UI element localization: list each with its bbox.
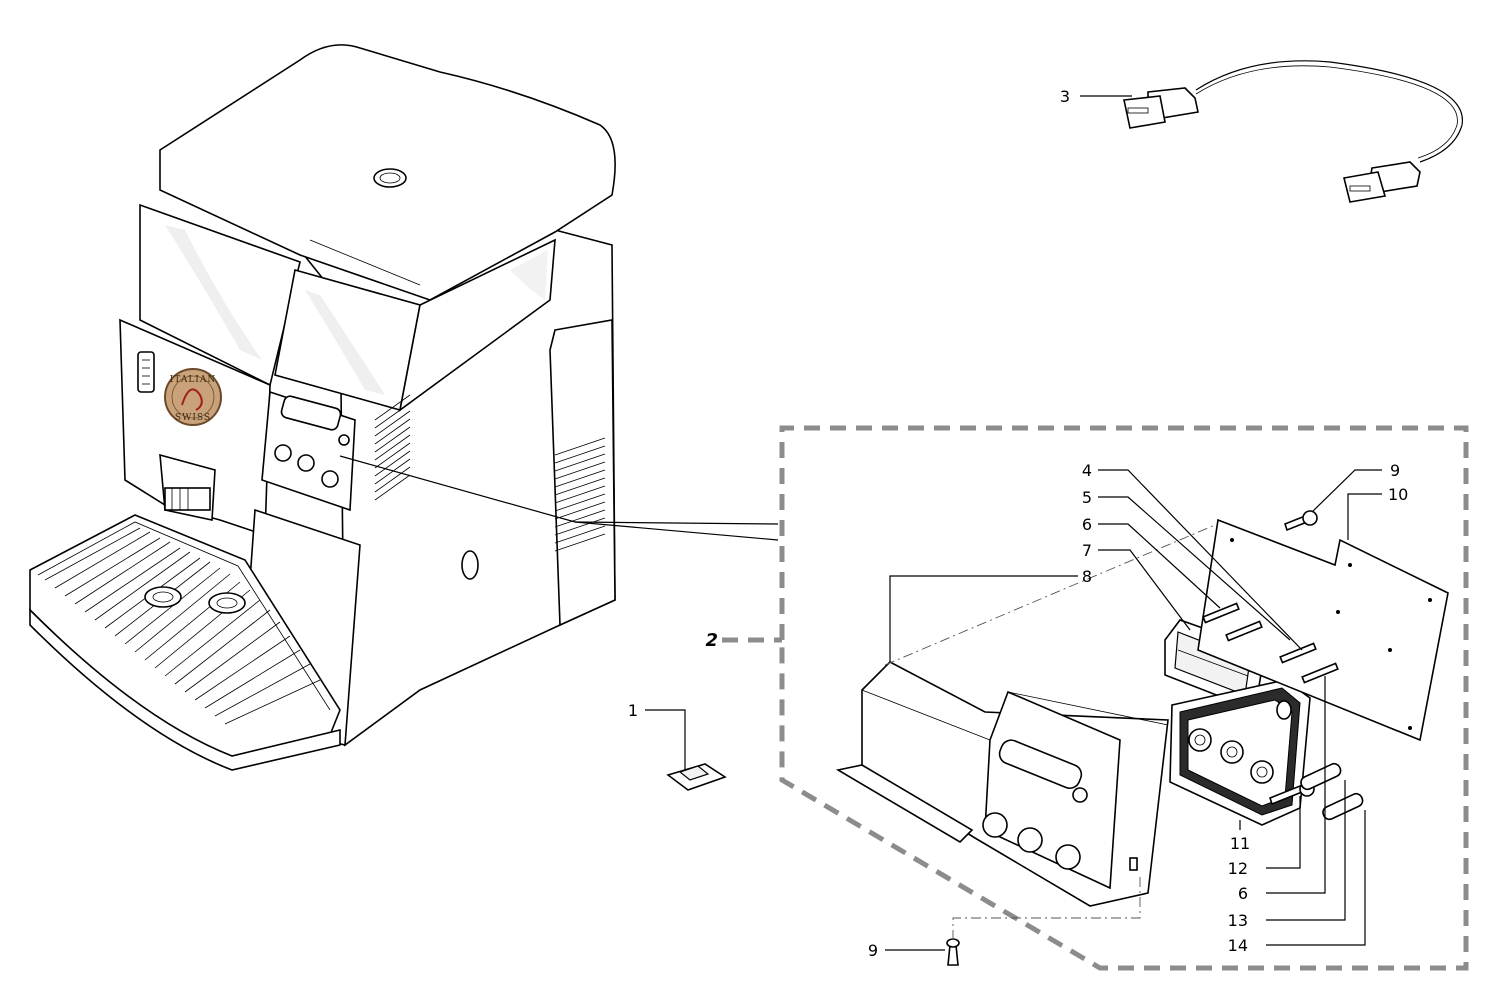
callout-11: 11 <box>1230 834 1250 853</box>
circuit-board <box>1197 518 1449 742</box>
callout-9-top: 9 <box>1390 461 1400 480</box>
standoffs <box>1202 602 1339 684</box>
callout-8: 8 <box>1082 567 1092 586</box>
ribbon-cable <box>1123 60 1463 203</box>
detail-assembly <box>722 425 1469 971</box>
callout-6-bottom: 6 <box>1238 884 1248 903</box>
callout-1: 1 <box>628 701 638 720</box>
callout-2: 2 <box>705 630 718 651</box>
callout-5: 5 <box>1082 488 1092 507</box>
connector-left <box>1123 87 1199 129</box>
callout-3: 3 <box>1060 87 1070 106</box>
connector-right <box>1343 161 1421 203</box>
logo-text-top: ITALIAN <box>170 375 216 385</box>
callout-14: 14 <box>1228 936 1248 955</box>
callout-9-bottom: 9 <box>868 941 878 960</box>
panel-housing <box>835 661 1169 907</box>
panel-detail-leader <box>339 455 779 541</box>
logo-text-bottom: SWISS <box>175 413 211 423</box>
detail-frame <box>779 425 1469 971</box>
callout-13: 13 <box>1228 911 1248 930</box>
callout-4: 4 <box>1082 461 1092 480</box>
callout-7: 7 <box>1082 541 1092 560</box>
italian-swiss-logo: ITALIAN SWISS <box>164 368 222 426</box>
leader-lines <box>645 95 1382 951</box>
callout-12: 12 <box>1228 859 1248 878</box>
coffee-machine: ITALIAN SWISS <box>29 44 616 771</box>
callout-labels: 3 1 2 4 5 6 7 8 9 10 11 12 6 13 14 9 <box>628 87 1409 960</box>
keypad-plate <box>1169 679 1311 826</box>
callout-10: 10 <box>1388 485 1408 504</box>
clip-part <box>666 763 727 791</box>
callout-6-top: 6 <box>1082 515 1092 534</box>
fuse-plugs <box>1300 762 1364 821</box>
